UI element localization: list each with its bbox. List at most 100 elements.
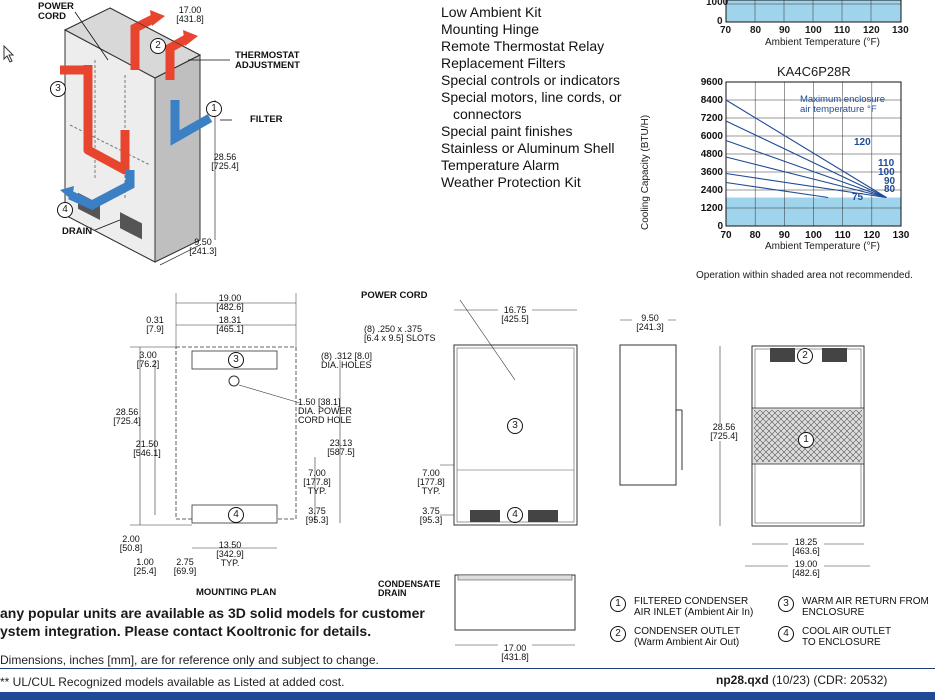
file-ref: np28.qxd (10/23) (CDR: 20532): [716, 673, 887, 687]
iso-dim-height-in: 28.56: [213, 152, 237, 162]
iso-dim-height: 28.56[725.4]: [205, 153, 245, 171]
rear-dim-1825: 18.25[463.6]: [788, 538, 824, 556]
front-view-svg: [440, 299, 578, 646]
mp-dim-2313-mm: [587.5]: [327, 447, 355, 457]
mp-dim-100-mm: [25.4]: [133, 566, 157, 576]
option-item: Special controls or indicators: [441, 72, 620, 88]
series-line-110: [725, 120, 887, 198]
rear-dim-2856-in: 28.56: [712, 422, 736, 432]
series-label: 100: [878, 167, 895, 178]
mp-dim-1350-mm: [342.9]: [216, 549, 244, 559]
models-note-line2: ystem integration. Please contact Kooltr…: [0, 623, 372, 639]
chart-annotation: air temperature °F: [800, 104, 877, 115]
top-chart-xlabel: Ambient Temperature (°F): [765, 37, 880, 48]
option-item: Stainless or Aluminum Shell: [441, 140, 615, 156]
mp-dim-1831: 18.31[465.1]: [210, 316, 250, 334]
x-tick-label: 130: [893, 230, 910, 241]
mp-dim-275-mm: [69.9]: [173, 566, 197, 576]
rear-dim-1900-mm: [482.6]: [792, 568, 820, 578]
mp-dim-375: 3.75[95.3]: [300, 507, 334, 525]
mp-dim-375-mm: [95.3]: [305, 515, 329, 525]
series-line-100: [725, 139, 887, 199]
rear-dim-1825-in: 18.25: [794, 537, 818, 547]
chart-title: KA4C6P28R: [777, 64, 851, 79]
iso-dim-height-mm: [725.4]: [211, 161, 239, 171]
rear-dim-1900-in: 19.00: [794, 559, 818, 569]
file-name: np28.qxd: [716, 673, 769, 687]
front-callout-4: 4: [507, 507, 523, 523]
legend-item-3: 3 WARM AIR RETURN FROM ENCLOSURE: [778, 596, 929, 618]
mp-dim-031-mm: [7.9]: [146, 324, 164, 334]
isometric-unit-svg: [60, 7, 232, 266]
mp-dim-2313-in: 23.13: [329, 438, 353, 448]
legend-number: 2: [610, 626, 626, 642]
x-tick-label: 110: [835, 230, 852, 241]
front-dim-1675: 16.75[425.5]: [498, 306, 532, 324]
option-item: Low Ambient Kit: [441, 4, 542, 20]
mp-dim-1350-typ: TYP.: [220, 558, 240, 568]
mp-dim-200: 2.00[50.8]: [115, 535, 147, 553]
mp-dim-700: 7.00[177.8]TYP.: [300, 469, 334, 496]
top-chart-xtick: 90: [779, 25, 791, 36]
side-view-svg: [619, 319, 683, 486]
x-tick-label: 120: [863, 230, 880, 241]
series-label: 110: [878, 158, 895, 169]
x-tick-label: 90: [779, 230, 791, 241]
option-item: connectors: [453, 106, 522, 122]
chart-xlabel: Ambient Temperature (°F): [765, 241, 880, 252]
series-line-90: [725, 156, 887, 199]
rear-callout-1: 1: [798, 432, 814, 448]
mp-dim-2150-mm: [546.1]: [133, 448, 161, 458]
iso-drain-label: DRAIN: [62, 226, 93, 237]
iso-filter-label: FILTER: [250, 114, 283, 125]
cursor-arrow-icon: [3, 45, 15, 63]
front-dim-700: 7.00[177.8]TYP.: [414, 469, 448, 496]
front-dim-700-typ: TYP.: [421, 486, 441, 496]
mp-dim-1831-mm: [465.1]: [216, 324, 244, 334]
mp-dim-300: 3.00[76.2]: [133, 351, 163, 369]
top-chart-ytick-0: 0: [717, 16, 723, 27]
mp-dim-375-in: 3.75: [308, 506, 326, 516]
mp-dim-2856-mm: [725.4]: [113, 416, 141, 426]
rear-view-svg: [719, 345, 870, 567]
mp-dim-100: 1.00[25.4]: [130, 558, 160, 576]
front-dim-700-in: 7.00: [422, 468, 440, 478]
iso-callout-3: 3: [50, 81, 66, 97]
mp-dim-700-in: 7.00: [308, 468, 326, 478]
mp-dim-700-typ: TYP.: [307, 486, 327, 496]
models-note-line1: any popular units are available as 3D so…: [0, 605, 425, 621]
footer-divider: [0, 668, 935, 669]
series-label: 90: [884, 176, 896, 187]
y-tick-label: 1200: [701, 203, 724, 214]
series-line-80: [725, 172, 887, 199]
front-callout-3: 3: [507, 418, 523, 434]
option-item: Weather Protection Kit: [441, 174, 581, 190]
mp-dim-19: 19.00[482.6]: [210, 294, 250, 312]
mp-dim-1831-in: 18.31: [218, 315, 242, 325]
iso-callout-2: 2: [150, 38, 166, 54]
mp-dim-275: 2.75[69.9]: [170, 558, 200, 576]
y-tick-label: 0: [717, 221, 723, 232]
iso-dim-top-mm: [431.8]: [176, 14, 204, 24]
chart-annotation: Maximum enclosure: [800, 94, 885, 105]
legend-item-1: 1 FILTERED CONDENSER AIR INLET (Ambient …: [610, 596, 753, 618]
side-dim-950: 9.50[241.3]: [632, 314, 668, 332]
y-tick-label: 8400: [701, 95, 724, 106]
top-chart-xticks: 70 80 90 100 110 120 130: [720, 25, 920, 37]
iso-thermostat-label: THERMOSTAT ADJUSTMENT: [235, 50, 300, 71]
front-dim-1700: 17.00[431.8]: [498, 644, 532, 662]
mp-dim-200-in: 2.00: [122, 534, 140, 544]
mp-power-hole: 1.50 [38.1] DIA. POWER CORD HOLE: [298, 397, 353, 425]
legend-text: FILTERED CONDENSER AIR INLET (Ambient Ai…: [634, 596, 754, 618]
iso-power-cord-label: POWER CORD: [38, 1, 74, 22]
front-dim-375: 3.75[95.3]: [414, 507, 448, 525]
mp-dim-100-in: 1.00: [136, 557, 154, 567]
mp-dim-700-mm: [177.8]: [303, 477, 331, 487]
y-tick-label: 4800: [701, 149, 724, 160]
iso-dim-depth-mm: [241.3]: [189, 246, 217, 256]
iso-dim-top: 17.00[431.8]: [170, 6, 210, 24]
legend-text: CONDENSER OUTLET (Warm Ambient Air Out): [634, 626, 741, 648]
series-label: 75: [852, 192, 864, 203]
mp-callout-4: 4: [228, 507, 244, 523]
chart-note: Operation within shaded area not recomme…: [696, 270, 913, 281]
